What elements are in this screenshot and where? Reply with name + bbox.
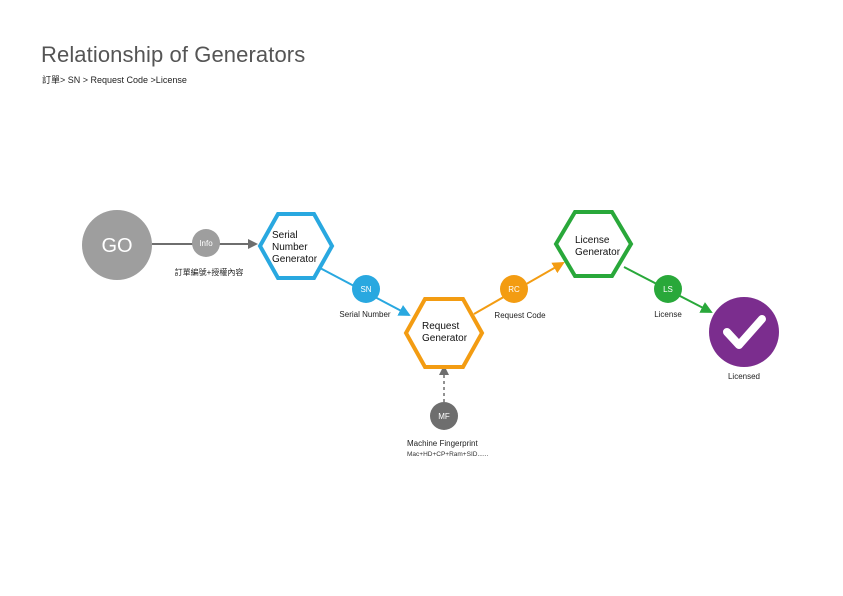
serial-label-line3: Generator <box>272 254 318 265</box>
mf-badge: MF <box>430 402 458 430</box>
mf-badge-label: MF <box>438 412 450 421</box>
breadcrumb: 訂單> SN > Request Code >License <box>42 75 187 85</box>
mf-caption: Machine Fingerprint <box>407 439 478 448</box>
license-label-line2: Generator <box>575 247 621 258</box>
serial-label-line1: Serial <box>272 230 298 241</box>
license-generator-node: License Generator <box>553 210 634 278</box>
rc-caption: Request Code <box>494 311 546 320</box>
page-title: Relationship of Generators <box>41 42 306 67</box>
rc-badge-label: RC <box>508 285 520 294</box>
ls-badge-label: LS <box>663 285 673 294</box>
go-start-node: GO <box>82 210 152 280</box>
sn-badge: SN <box>352 275 380 303</box>
license-label-line1: License <box>575 235 610 246</box>
serial-label-line2: Number <box>272 242 308 253</box>
sn-badge-label: SN <box>360 285 371 294</box>
licensed-caption: Licensed <box>728 372 760 381</box>
request-label-line1: Request <box>422 321 459 332</box>
go-label: GO <box>101 235 132 257</box>
ls-caption: License <box>654 310 682 319</box>
licensed-end-node <box>709 297 779 367</box>
request-generator-node: Request Generator <box>403 297 485 369</box>
checkmark-icon <box>723 315 766 349</box>
serial-number-generator-node: Serial Number Generator <box>257 212 335 280</box>
rc-badge: RC <box>500 275 528 303</box>
info-caption: 訂單編號+授權內容 <box>175 267 244 277</box>
request-label-line2: Generator <box>422 333 468 344</box>
info-badge: Info <box>192 229 220 257</box>
info-badge-label: Info <box>199 239 213 248</box>
ls-badge: LS <box>654 275 682 303</box>
mf-subcaption: Mac+HD+CP+Ram+SID...... <box>407 451 488 458</box>
sn-caption: Serial Number <box>339 310 390 319</box>
